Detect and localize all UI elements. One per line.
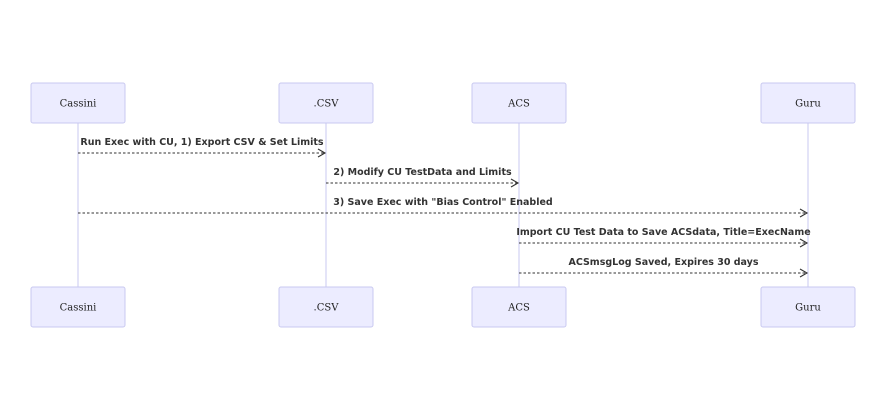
- actor-top-cassini: Cassini: [30, 82, 126, 124]
- lifelines: [77, 123, 809, 287]
- message-4: Import CU Test Data to Save ACSdata, Tit…: [516, 227, 811, 248]
- message-label: 2) Modify CU TestData and Limits: [333, 167, 512, 178]
- message-label: Import CU Test Data to Save ACSdata, Tit…: [516, 227, 810, 238]
- message-5: ACSmsgLog Saved, Expires 30 days: [519, 257, 809, 278]
- messages: Run Exec with CU, 1) Export CSV & Set Li…: [78, 137, 811, 278]
- actor-label: .CSV: [314, 303, 340, 314]
- actor-label: Cassini: [60, 303, 97, 314]
- actor-box: [760, 82, 856, 124]
- arrow-head: [317, 148, 327, 158]
- arrow-head: [510, 178, 520, 188]
- actor-box: [471, 82, 567, 124]
- message-2: 2) Modify CU TestData and Limits: [326, 167, 520, 188]
- actor-box: [30, 82, 126, 124]
- actor-label: Guru: [795, 303, 821, 314]
- actor-box: [278, 82, 374, 124]
- actor-bottom-acs: ACS: [471, 286, 567, 328]
- actor-box: [471, 286, 567, 328]
- actor-box: [30, 286, 126, 328]
- actor-label: ACS: [507, 99, 530, 110]
- actor-top-guru: Guru: [760, 82, 856, 124]
- actor-box: [760, 286, 856, 328]
- message-3: 3) Save Exec with "Bias Control" Enabled: [78, 197, 809, 218]
- actor-label: .CSV: [314, 99, 340, 110]
- actor-bottom-cassini: Cassini: [30, 286, 126, 328]
- arrow-head: [799, 238, 809, 248]
- actor-box: [278, 286, 374, 328]
- actor-label: Cassini: [60, 99, 97, 110]
- actor-top-csv: .CSV: [278, 82, 374, 124]
- actor-bottom-csv: .CSV: [278, 286, 374, 328]
- message-label: Run Exec with CU, 1) Export CSV & Set Li…: [80, 137, 324, 148]
- message-label: ACSmsgLog Saved, Expires 30 days: [568, 257, 758, 268]
- actor-label: ACS: [507, 303, 530, 314]
- actors-bottom: Cassini .CSV ACS Guru: [30, 286, 856, 328]
- arrow-head: [799, 208, 809, 218]
- actor-bottom-guru: Guru: [760, 286, 856, 328]
- arrow-head: [799, 268, 809, 278]
- actor-label: Guru: [795, 99, 821, 110]
- message-label: 3) Save Exec with "Bias Control" Enabled: [333, 197, 552, 208]
- message-1: Run Exec with CU, 1) Export CSV & Set Li…: [78, 137, 327, 158]
- actor-top-acs: ACS: [471, 82, 567, 124]
- actors-top: Cassini .CSV ACS Guru: [30, 82, 856, 124]
